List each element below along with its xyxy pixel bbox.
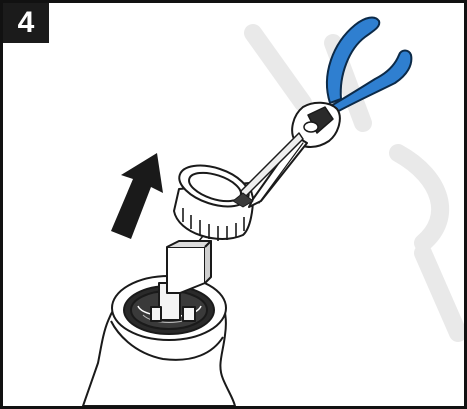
cartridge-stem	[150, 240, 212, 322]
retaining-nut	[173, 164, 254, 241]
step-number-badge: 4	[3, 3, 49, 43]
upward-arrow-icon	[111, 153, 163, 239]
step-number: 4	[17, 6, 35, 39]
watermark	[244, 24, 464, 342]
needle-nose-pliers	[232, 16, 413, 208]
instruction-illustration	[82, 16, 464, 406]
